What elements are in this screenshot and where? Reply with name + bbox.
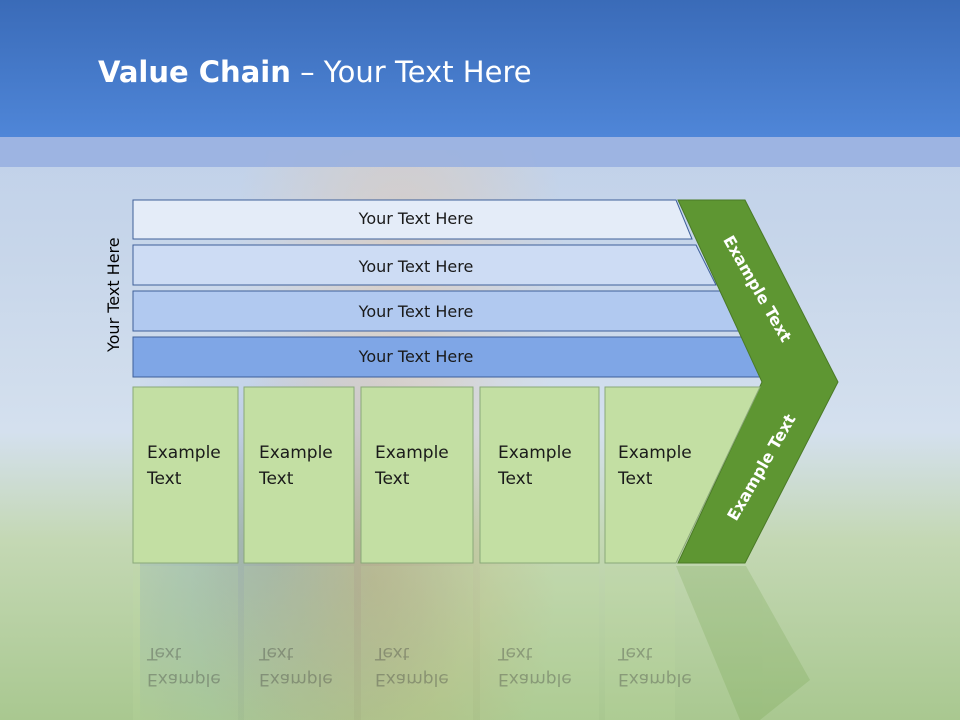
title-rest: – Your Text Here xyxy=(290,55,532,89)
title-header-band xyxy=(0,0,960,137)
bar-4-label: Your Text Here xyxy=(358,347,474,366)
box-5-line2: Text xyxy=(618,469,653,489)
bar-1-shape xyxy=(132,199,693,240)
slide-title: Value Chain – Your Text Here xyxy=(98,55,532,89)
box-5-shape xyxy=(604,386,761,564)
header-sub-band xyxy=(0,137,960,167)
bar-2-label: Your Text Here xyxy=(358,257,474,276)
box-2-shape xyxy=(243,386,355,564)
box-2-line1: Example xyxy=(259,443,333,463)
box-1-line2: Text xyxy=(147,469,182,489)
box-3-line1: Example xyxy=(375,443,449,463)
box-1-shape xyxy=(132,386,239,564)
box-1-line1: Example xyxy=(147,443,221,463)
bar-3-label: Your Text Here xyxy=(358,302,474,321)
bar-1-label: Your Text Here xyxy=(358,209,474,228)
box-2-line2: Text xyxy=(259,469,294,489)
box-5-line1: Example xyxy=(618,443,692,463)
bar-2-shape xyxy=(132,244,717,286)
reflection-group xyxy=(133,566,810,720)
box-3-shape xyxy=(360,386,474,564)
box-4-shape xyxy=(479,386,600,564)
box-4-line2: Text xyxy=(498,469,533,489)
chevron-arrow-shape xyxy=(677,199,839,564)
box-4-line1: Example xyxy=(498,443,572,463)
title-bold: Value Chain xyxy=(98,55,291,89)
box-3-line2: Text xyxy=(375,469,410,489)
